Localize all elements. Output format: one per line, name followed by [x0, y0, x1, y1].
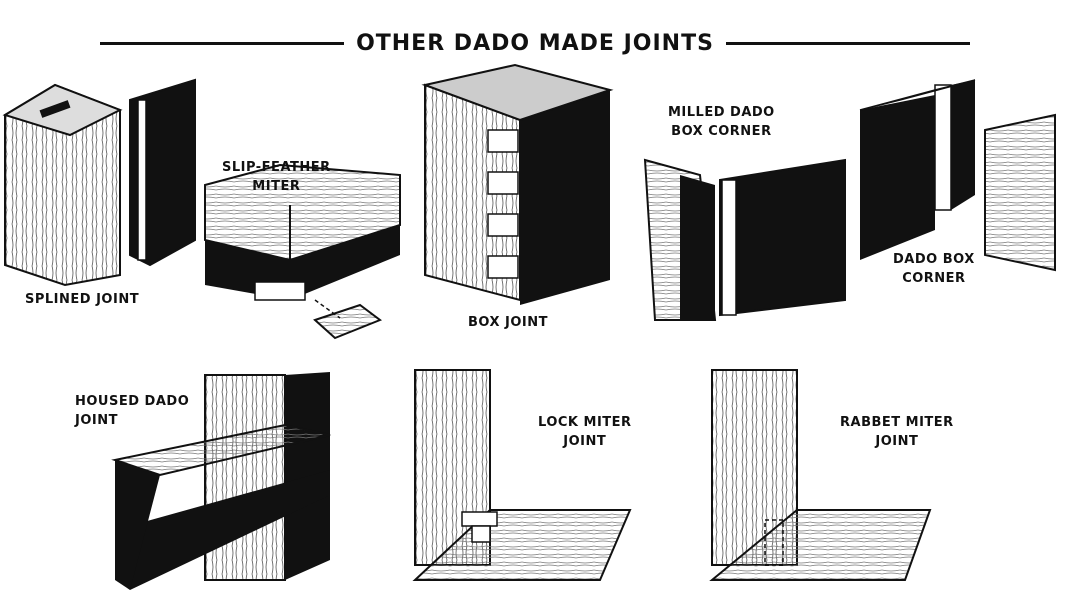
title-rule-right [725, 41, 970, 45]
label-lock-miter-line2: JOINT [563, 434, 607, 449]
label-box-joint: BOX JOINT [468, 313, 548, 332]
label-rabbet-miter-line2: JOINT [875, 434, 919, 449]
label-slip-feather-line1: SLIP-FEATHER [222, 160, 331, 175]
label-slip-feather-line2: MITER [252, 179, 301, 194]
label-housed-dado-joint: HOUSED DADO JOINT [75, 392, 189, 430]
dado-box-corner-drawing [859, 79, 1056, 272]
rabbet-miter-joint-drawing [709, 369, 932, 581]
housed-dado-joint-drawing [111, 372, 331, 590]
milled-dado-box-corner-drawing [643, 158, 846, 321]
title-rule-left [100, 41, 345, 45]
label-lock-miter-line1: LOCK MITER [538, 415, 632, 430]
label-rabbet-miter-line1: RABBET MITER [840, 415, 954, 430]
label-lock-miter-joint: LOCK MITER JOINT [538, 413, 632, 451]
label-milled-dado-box-corner: MILLED DADO BOX CORNER [668, 103, 775, 141]
label-housed-dado-line1: HOUSED DADO [75, 394, 190, 409]
label-dado-box-corner-line1: DADO BOX [893, 252, 975, 267]
label-splined-joint-text: SPLINED JOINT [25, 292, 140, 307]
splined-joint-drawing [2, 78, 196, 287]
label-splined-joint: SPLINED JOINT [25, 290, 139, 309]
page-title: OTHER DADO MADE JOINTS [356, 30, 714, 56]
label-dado-box-corner-line2: CORNER [902, 271, 966, 286]
slip-feather-miter-drawing [204, 163, 401, 340]
title-bar: OTHER DADO MADE JOINTS [100, 28, 970, 58]
box-joint-drawing [421, 63, 614, 305]
label-housed-dado-line2: JOINT [75, 413, 118, 428]
label-rabbet-miter-joint: RABBET MITER JOINT [840, 413, 954, 451]
label-slip-feather-miter: SLIP-FEATHER MITER [222, 158, 331, 196]
label-milled-dado-line1: MILLED DADO [668, 105, 775, 120]
label-box-joint-text: BOX JOINT [468, 315, 549, 330]
label-dado-box-corner: DADO BOX CORNER [893, 250, 975, 288]
lock-miter-joint-drawing [412, 369, 632, 581]
label-milled-dado-line2: BOX CORNER [671, 124, 772, 139]
